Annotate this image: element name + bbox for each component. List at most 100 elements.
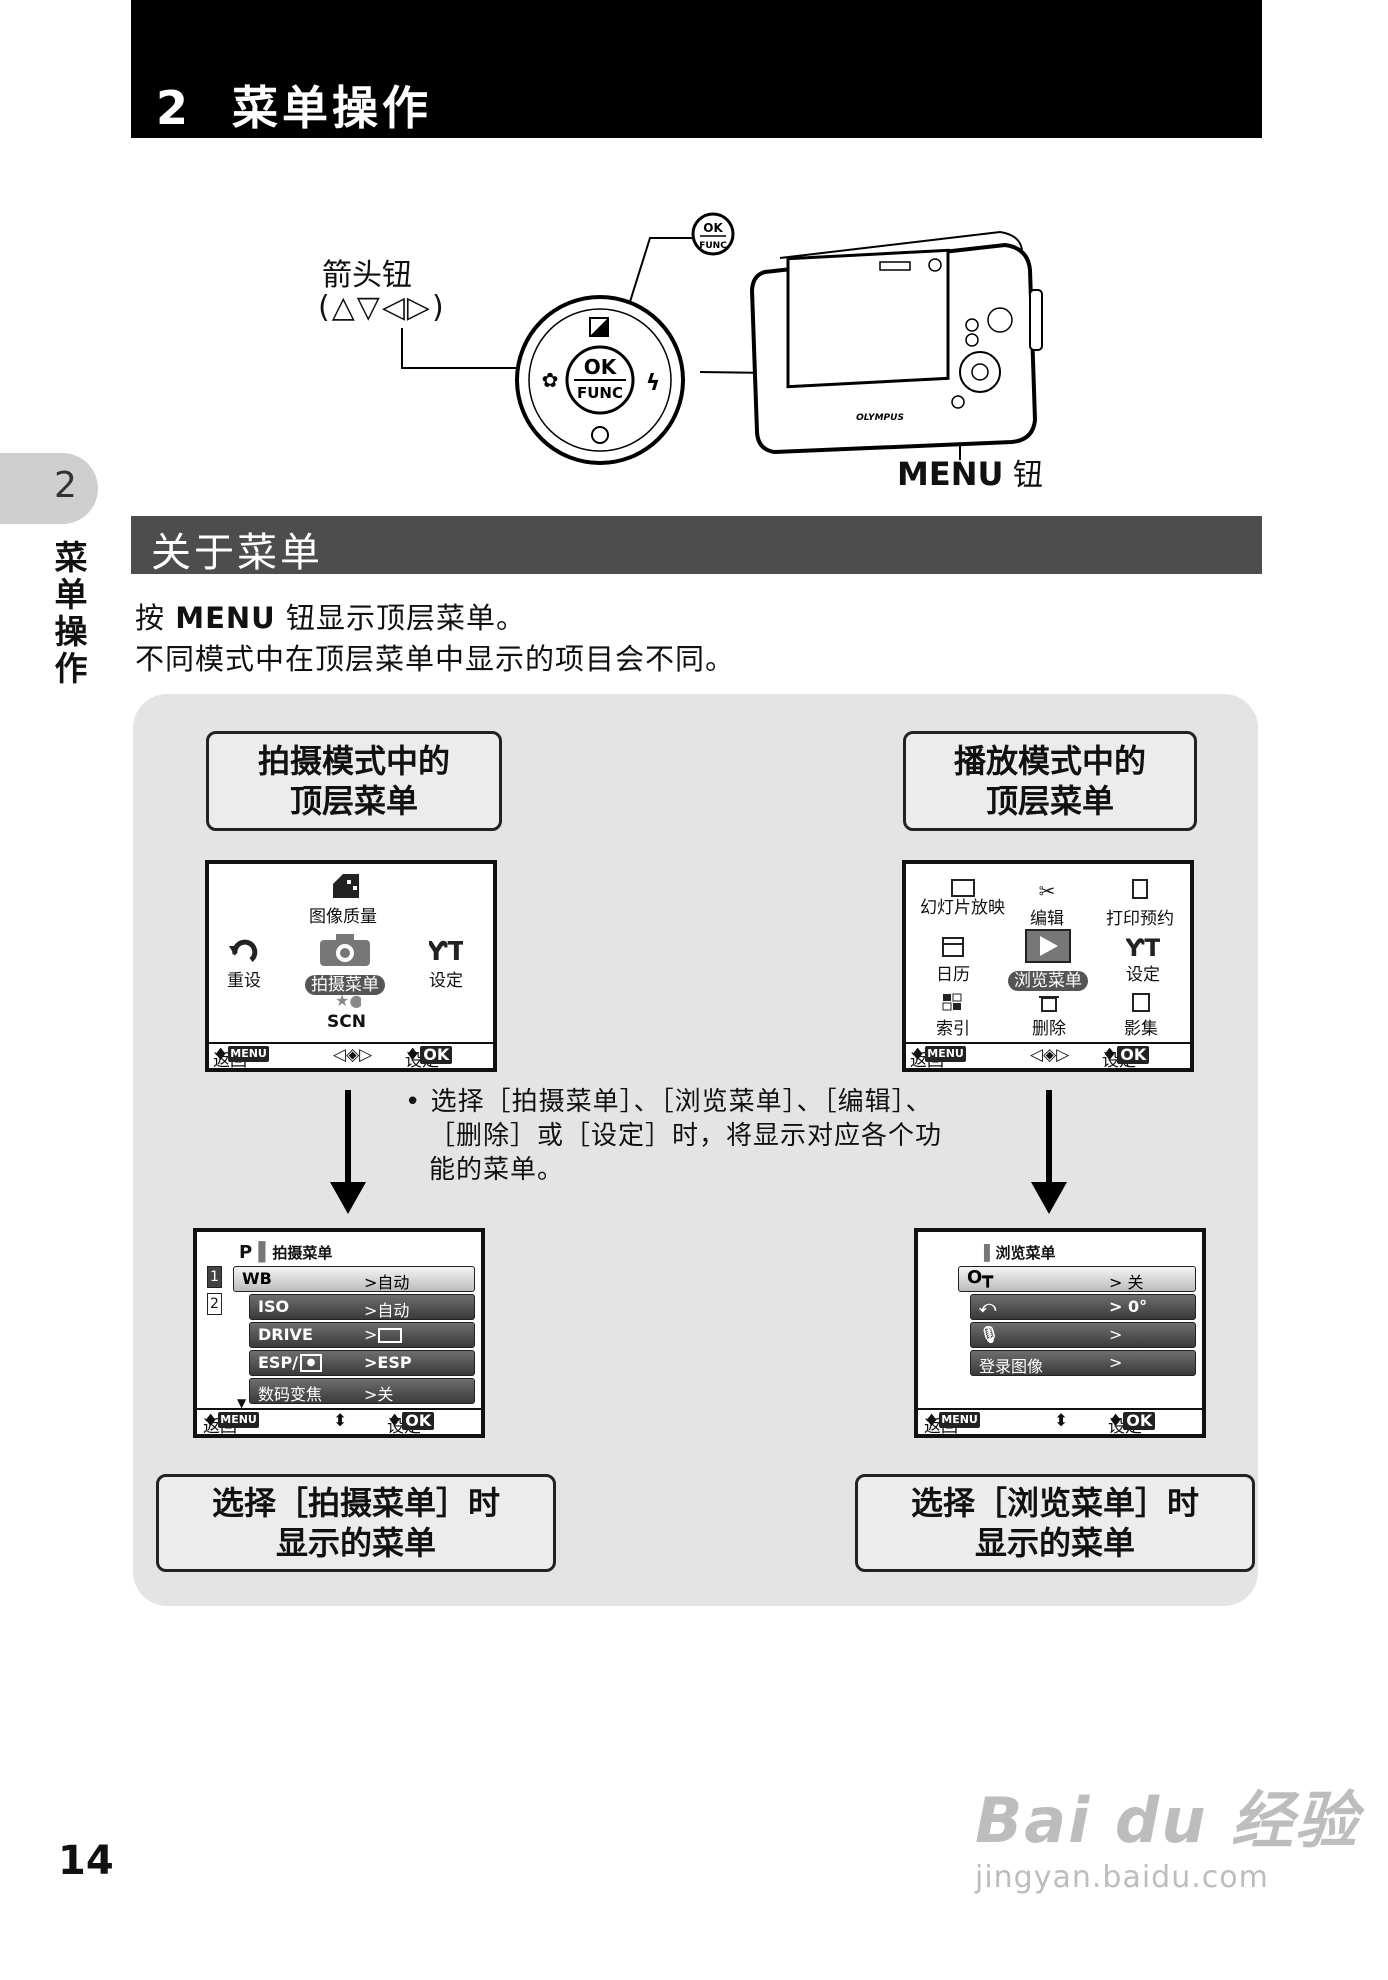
shooting-box-line1: 拍摄模式中的 xyxy=(257,742,450,780)
menu-row-esp: ESP/●>ESP xyxy=(249,1350,475,1376)
shooting-top-menu-screen: 图像质量 重设 拍摄菜单 ƳT 设定 ★● SCN 返回♦MENU ◁◈▷ 设定… xyxy=(205,860,497,1072)
edit-item: ✂ 编辑 xyxy=(1030,879,1064,929)
chapter-title-text: 菜单操作 xyxy=(232,81,433,135)
svg-text:OLYMPUS: OLYMPUS xyxy=(856,413,904,423)
playback-setup-item: ƳT 设定 xyxy=(1126,934,1160,985)
shooting-box-line2: 顶层菜单 xyxy=(289,782,418,820)
menu-row-protect: O┳> 关 xyxy=(958,1266,1196,1292)
single-frame-icon xyxy=(378,1328,402,1343)
index-item: 索引 xyxy=(936,992,970,1039)
shooting-result-box: 选择［拍摄菜单］时 显示的菜单 xyxy=(156,1474,556,1572)
watermark-brand: Bai du 经验 xyxy=(975,1784,1360,1857)
scn-item: ★● SCN xyxy=(327,991,366,1032)
section-bar: 关于菜单 xyxy=(131,516,1262,576)
shooting-menu-item: 拍摄菜单 xyxy=(305,932,385,995)
svg-text:FUNC: FUNC xyxy=(577,384,623,402)
svg-text:FUNC: FUNC xyxy=(699,241,727,251)
intro-line-1: 按 MENU 钮显示顶层菜单。 xyxy=(135,595,526,637)
playback-box-line1: 播放模式中的 xyxy=(953,742,1146,780)
note-line3: 能的菜单。 xyxy=(429,1155,565,1185)
svg-text:✿: ✿ xyxy=(542,368,559,392)
playback-menu-title: ▌浏览菜单 xyxy=(984,1244,1056,1262)
erase-item: 删除 xyxy=(1032,992,1066,1039)
down-arrow-left xyxy=(330,1090,366,1214)
ok-func-small-icon: OK FUNC xyxy=(691,212,735,256)
menu-row-iso: ISO>自动 xyxy=(249,1294,475,1320)
menu-row-wb: WB>自动 xyxy=(233,1266,475,1292)
svg-text:✂: ✂ xyxy=(1039,879,1056,902)
playback-result-box: 选择［浏览菜单］时 显示的菜单 xyxy=(855,1474,1255,1572)
playback-result-line2: 显示的菜单 xyxy=(974,1524,1135,1562)
arrow-buttons-glyphs: (△▽◁▷) xyxy=(318,290,446,325)
play-icon xyxy=(1025,929,1071,963)
menu-row-rotate: ⤺> 0° xyxy=(970,1294,1196,1320)
camera-body: OLYMPUS xyxy=(749,230,1043,455)
scroll-down-icon: ▼ xyxy=(237,1396,247,1410)
calendar-item: 日历 xyxy=(936,934,970,985)
screen-footer: 返回♦MENU ⬍ 设定♦OK xyxy=(918,1408,1202,1434)
arrow-pad-dial: OK FUNC ✿ ϟ xyxy=(515,295,685,465)
reset-item: 重设 xyxy=(227,936,261,991)
screen-footer: 返回♦MENU ⬍ 设定♦OK xyxy=(197,1408,481,1434)
album-item: 影集 xyxy=(1124,992,1158,1039)
up-down-icon: ⬍ xyxy=(333,1411,348,1431)
note-line2: ［删除］或［设定］时，将显示对应各个功 xyxy=(429,1121,943,1151)
shooting-result-line2: 显示的菜单 xyxy=(275,1524,436,1562)
page-tab-2: 2 xyxy=(207,1293,222,1315)
page-tab-1: 1 xyxy=(207,1266,222,1288)
nav-arrows-icon: ◁◈▷ xyxy=(333,1045,373,1065)
playback-menu-screen: ▌浏览菜单 O┳> 关 ⤺> 0° 🎙> 登录图像> 返回♦MENU ⬍ 设定♦… xyxy=(914,1228,1206,1438)
playback-result-line1: 选择［浏览菜单］时 xyxy=(910,1484,1199,1522)
svg-text:ϟ: ϟ xyxy=(646,371,661,396)
print-icon xyxy=(1132,879,1148,899)
up-down-icon: ⬍ xyxy=(1054,1411,1069,1431)
print-order-item: 打印预约 xyxy=(1106,878,1174,929)
trash-icon xyxy=(1039,996,1059,1012)
chapter-title: 2 菜单操作 xyxy=(156,72,432,138)
baidu-watermark: Bai du 经验 jingyan.baidu.com xyxy=(975,1770,1359,1895)
menu-row-digital-zoom: 数码变焦>关 xyxy=(249,1378,475,1404)
scene-icon: ★● xyxy=(335,991,361,1010)
watermark-url: jingyan.baidu.com xyxy=(975,1860,1269,1895)
playback-mode-box: 播放模式中的 顶层菜单 xyxy=(903,731,1197,831)
note-line1: 选择［拍摄菜单］、［浏览菜单］、［编辑］、 xyxy=(430,1087,933,1117)
index-icon xyxy=(942,993,962,1011)
wrench-icon: ƳT xyxy=(1126,934,1160,958)
nav-arrows-icon: ◁◈▷ xyxy=(1030,1045,1070,1065)
shooting-mode-box: 拍摄模式中的 顶层菜单 xyxy=(206,731,502,831)
slideshow-icon xyxy=(950,879,975,897)
menu-row-register-image: 登录图像> xyxy=(970,1350,1196,1376)
menu-button-word: MENU xyxy=(897,455,1004,493)
svg-text:ƳT: ƳT xyxy=(429,937,463,964)
wrench-icon: ƳT xyxy=(429,937,463,964)
shooting-menu-screen: P ▌拍摄菜单 1 2 WB>自动 ISO>自动 DRIVE> ESP/●>ES… xyxy=(193,1228,485,1438)
screen-footer: 返回♦MENU ◁◈▷ 设定♦OK xyxy=(906,1042,1190,1068)
playback-top-menu-screen: 幻灯片放映 ✂ 编辑 打印预约 日历 浏览菜单 ƳT 设定 索引 删除 影集 返… xyxy=(902,860,1194,1072)
section-title: 关于菜单 xyxy=(151,530,323,576)
side-tab-number: 2 xyxy=(54,465,77,506)
menu-button-suffix: 钮 xyxy=(1013,458,1044,493)
spot-metering-icon: ● xyxy=(300,1354,322,1372)
screen-footer: 返回♦MENU ◁◈▷ 设定♦OK xyxy=(209,1042,493,1068)
svg-text:★●: ★● xyxy=(335,991,361,1010)
mode-indicator: P xyxy=(239,1242,253,1263)
calendar-icon xyxy=(942,937,964,957)
svg-text:OK: OK xyxy=(703,221,723,235)
menu-overview-panel xyxy=(133,694,1258,1606)
down-arrow-right xyxy=(1031,1090,1067,1214)
menu-row-sound: 🎙> xyxy=(970,1322,1196,1348)
scissors-icon: ✂ xyxy=(1039,879,1056,902)
rotate-icon: ⤺ xyxy=(979,1297,997,1316)
image-quality-icon xyxy=(333,874,359,898)
selection-note: • 选择［拍摄菜单］、［浏览菜单］、［编辑］、 ［删除］或［设定］时，将显示对应… xyxy=(405,1085,942,1187)
shooting-menu-title: P ▌拍摄菜单 xyxy=(239,1242,333,1263)
side-chapter-tab: 2 xyxy=(0,453,98,524)
svg-text:OK: OK xyxy=(584,355,618,379)
slideshow-item: 幻灯片放映 xyxy=(920,878,1005,917)
album-icon xyxy=(1132,993,1150,1012)
svg-text:ƳT: ƳT xyxy=(1126,934,1160,958)
setup-item: ƳT 设定 xyxy=(429,936,463,991)
menu-button-label: MENU 钮 xyxy=(897,450,1043,494)
camera-diagram: OK FUNC OK FUNC ✿ ϟ OLYMPUS xyxy=(401,212,1043,465)
intro-menu-key: MENU xyxy=(175,601,276,635)
